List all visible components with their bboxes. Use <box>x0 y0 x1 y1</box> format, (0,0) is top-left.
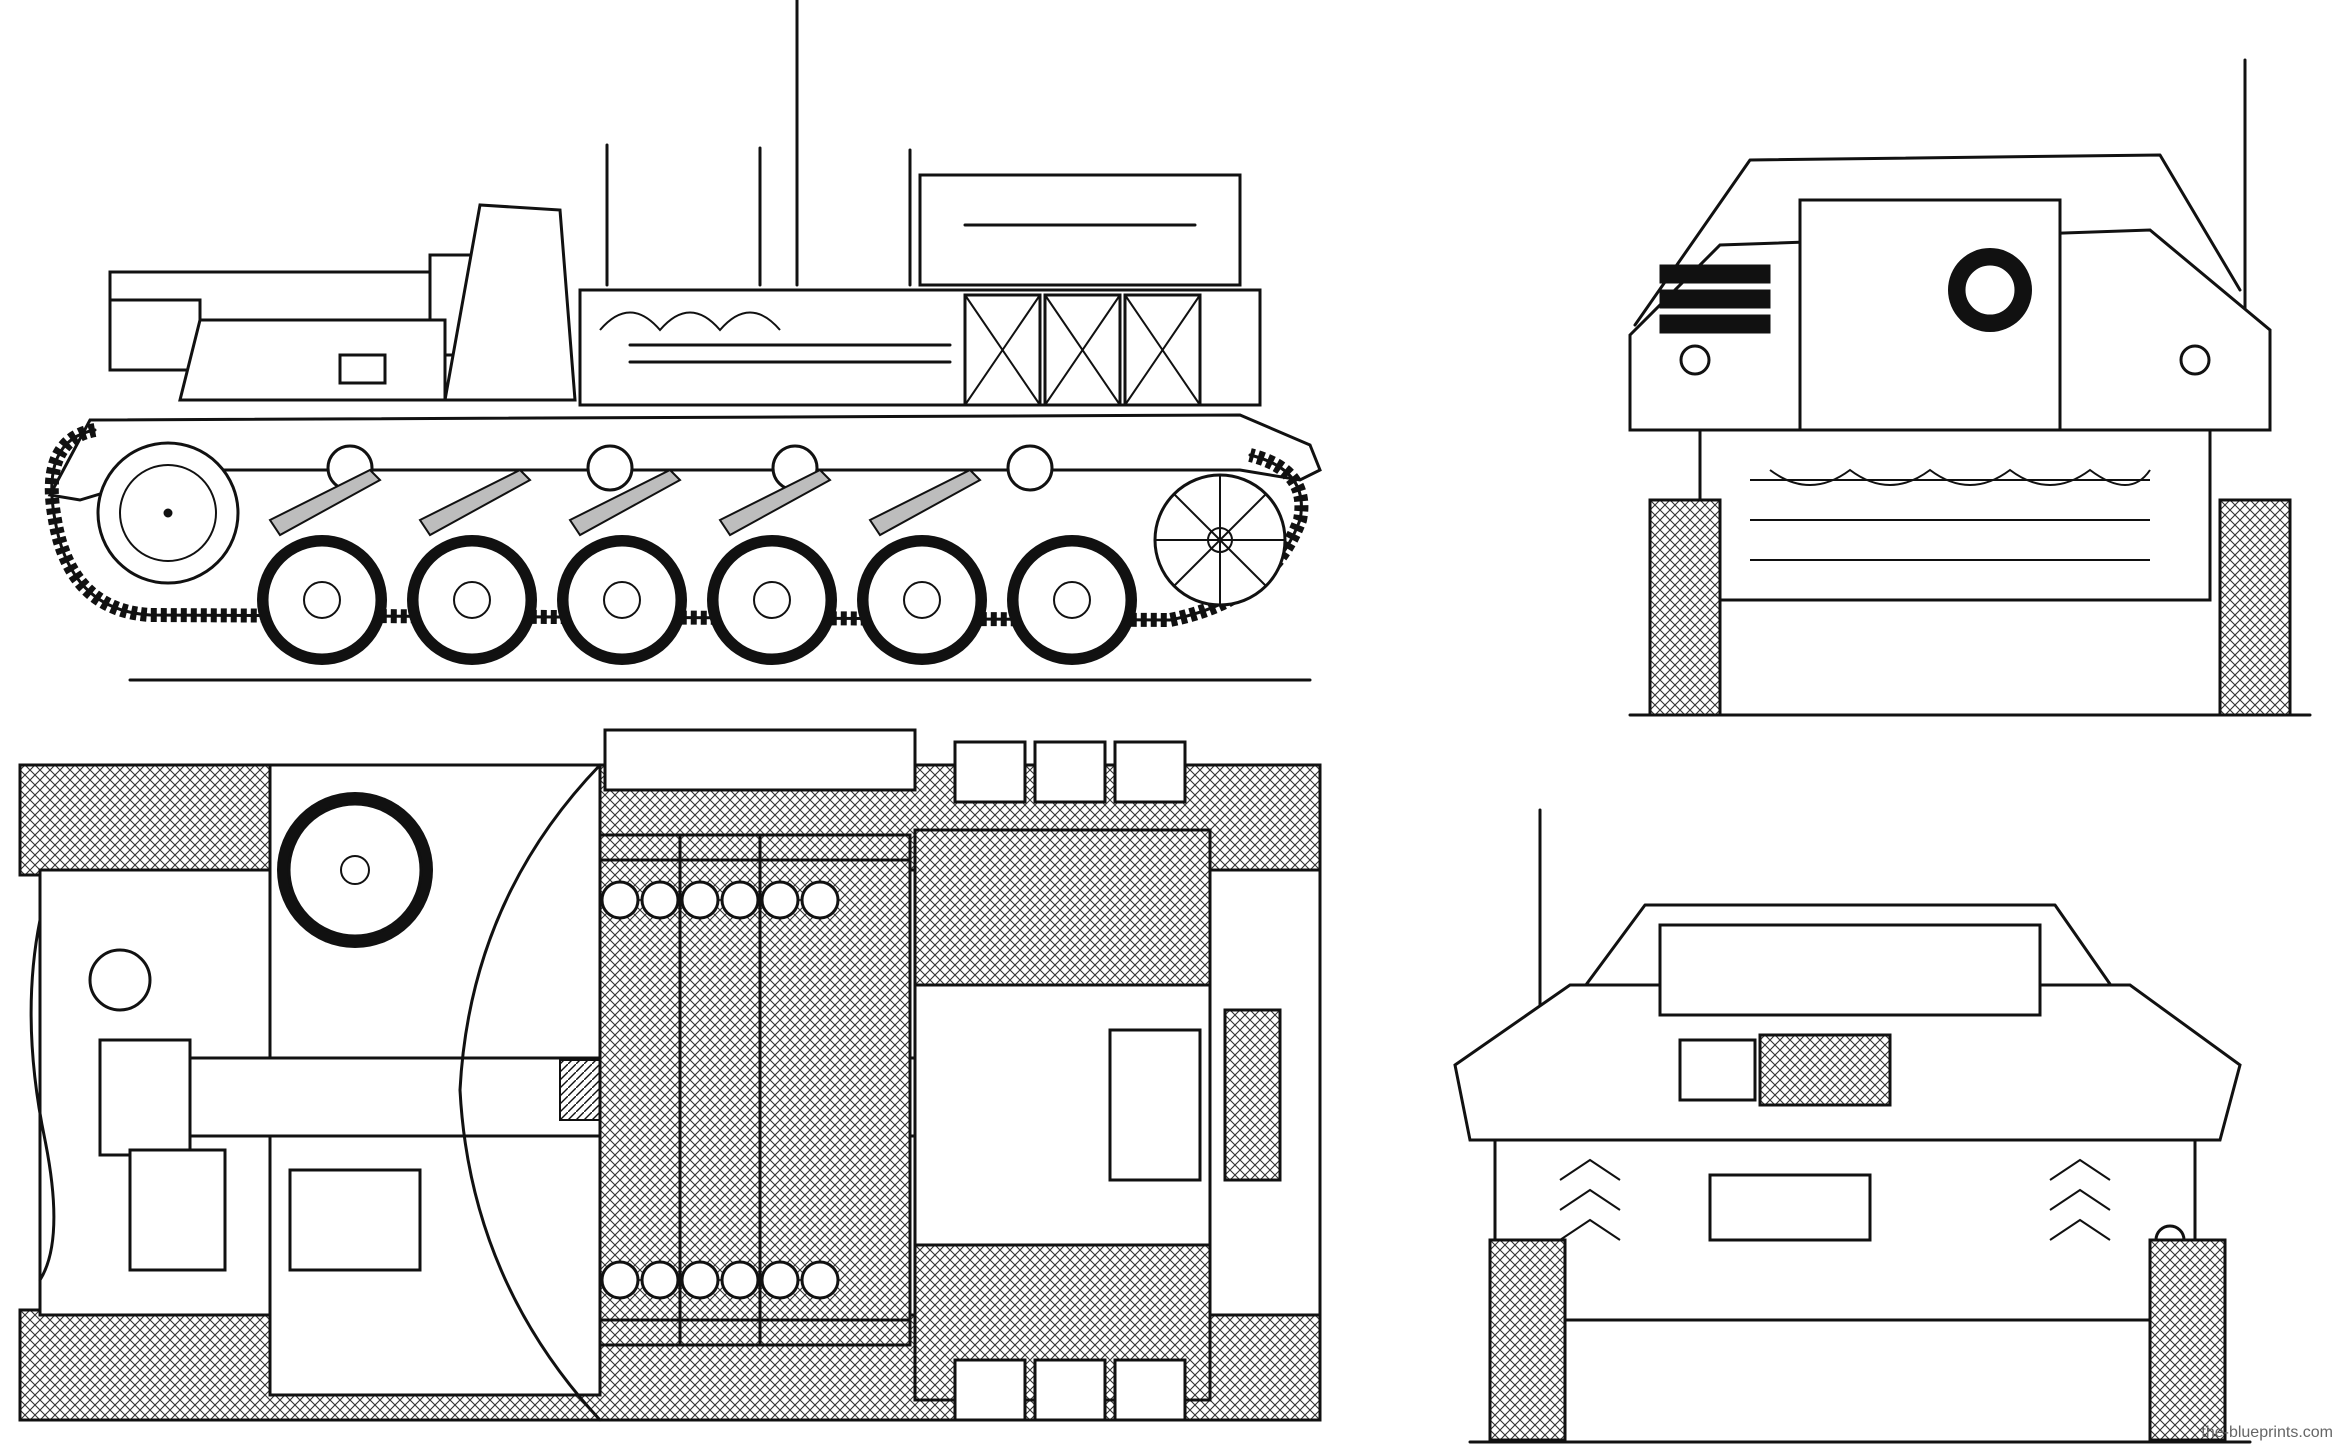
jerry-can-rack <box>963 293 1202 407</box>
idler-wheel <box>1153 473 1287 607</box>
top-view-drawing <box>18 728 1322 1422</box>
side-view <box>0 0 1340 700</box>
drive-sprocket <box>96 441 240 585</box>
rear-view-drawing <box>1453 808 2252 1444</box>
watermark: the-blueprints.com <box>2201 1424 2333 1441</box>
ammo-rack <box>600 880 840 1300</box>
top-view <box>0 720 1340 1448</box>
road-wheels <box>257 535 1137 665</box>
front-view <box>1590 40 2340 720</box>
rear-view <box>1430 720 2341 1448</box>
side-view-drawing <box>44 0 1322 682</box>
front-view-drawing <box>1628 58 2312 717</box>
